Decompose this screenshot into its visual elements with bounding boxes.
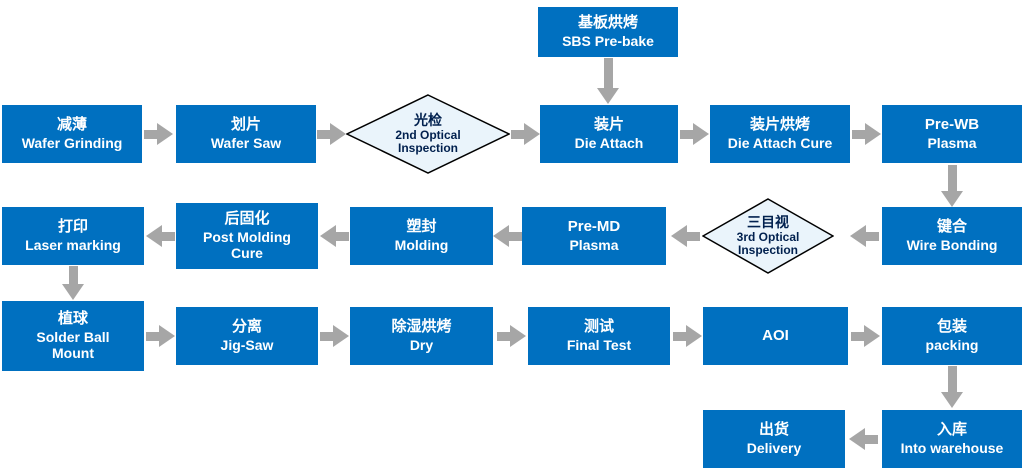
- node-jig-saw: 分离 Jig-Saw: [176, 307, 318, 365]
- node-pre-md-plasma: Pre-MD Plasma: [522, 207, 666, 265]
- node-label-line1: Pre-MD: [567, 218, 621, 236]
- node-label-en: Dry: [409, 336, 434, 353]
- node-label-line1: Pre-WB: [924, 116, 980, 134]
- node-label-line2: Plasma: [569, 236, 619, 253]
- node-wafer-grinding: 减薄 Wafer Grinding: [2, 105, 142, 163]
- node-label-en: Molding: [394, 236, 449, 253]
- node-label-en: Post Molding Cure: [203, 228, 291, 262]
- node-label-zh: 基板烘烤: [577, 14, 638, 32]
- arrow-left-icon: [320, 225, 349, 247]
- node-delivery: 出货 Delivery: [703, 410, 845, 468]
- node-laser-marking: 打印 Laser marking: [2, 207, 144, 265]
- node-label-zh: 键合: [936, 218, 967, 236]
- decision-label: 光检 2nd Optical Inspection: [346, 94, 510, 174]
- arrow-right-icon: [320, 325, 349, 347]
- node-label-zh: 打印: [57, 218, 88, 236]
- arrow-left-icon: [671, 225, 700, 247]
- node-label-en: Final Test: [566, 336, 632, 353]
- arrow-left-icon: [850, 225, 879, 247]
- node-label-line1: AOI: [762, 326, 789, 344]
- arrow-left-icon: [849, 428, 878, 450]
- node-label-zh: 包装: [936, 318, 967, 336]
- decision-label-en: 3rd Optical Inspection: [736, 229, 800, 258]
- arrow-left-icon: [146, 225, 175, 247]
- arrow-right-icon: [680, 123, 709, 145]
- node-label-zh: 塑封: [406, 218, 437, 236]
- node-aoi: AOI: [703, 307, 848, 365]
- arrow-right-icon: [851, 325, 880, 347]
- node-post-molding-cure: 后固化 Post Molding Cure: [176, 203, 318, 269]
- node-label-zh: 后固化: [224, 209, 270, 227]
- arrow-down-icon: [941, 366, 963, 408]
- node-label-en: Into warehouse: [900, 439, 1004, 456]
- arrow-right-icon: [852, 123, 881, 145]
- node-label-zh: 划片: [230, 116, 261, 134]
- node-label-en: Die Attach Cure: [727, 134, 833, 151]
- node-wafer-saw: 划片 Wafer Saw: [176, 105, 316, 163]
- arrow-right-icon: [511, 123, 540, 145]
- arrow-right-icon: [146, 325, 175, 347]
- node-sbs-prebake: 基板烘烤 SBS Pre-bake: [538, 7, 678, 57]
- node-final-test: 测试 Final Test: [528, 307, 670, 365]
- arrow-down-icon: [597, 58, 619, 104]
- node-die-attach: 装片 Die Attach: [540, 105, 678, 163]
- arrow-down-icon: [62, 266, 84, 300]
- node-label-en: Die Attach: [574, 134, 644, 151]
- node-label-zh: 装片: [593, 116, 624, 134]
- node-label-en: Jig-Saw: [220, 336, 274, 353]
- node-label-en: Wire Bonding: [906, 236, 998, 253]
- diamond-shape-icon: [346, 94, 510, 174]
- decision-label-en: 2nd Optical Inspection: [395, 127, 461, 156]
- node-label-en: Wafer Grinding: [21, 134, 123, 151]
- node-label-en: Wafer Saw: [210, 134, 282, 151]
- decision-label: 三目视 3rd Optical Inspection: [702, 198, 834, 274]
- node-label-en: Delivery: [746, 439, 802, 456]
- node-label-en: Solder Ball Mount: [36, 328, 110, 362]
- decision-label-zh: 光检: [414, 111, 442, 128]
- decision-2nd-optical-inspection: 光检 2nd Optical Inspection: [346, 94, 510, 174]
- arrow-right-icon: [497, 325, 526, 347]
- decision-3rd-optical-inspection: 三目视 3rd Optical Inspection: [702, 198, 834, 274]
- node-label-zh: 入库: [936, 421, 967, 439]
- node-packing: 包装 packing: [882, 307, 1022, 365]
- node-label-zh: 植球: [57, 309, 88, 327]
- diamond-shape-icon: [702, 198, 834, 274]
- node-into-warehouse: 入库 Into warehouse: [882, 410, 1022, 468]
- arrow-left-icon: [493, 225, 522, 247]
- node-molding: 塑封 Molding: [350, 207, 493, 265]
- node-solder-ball-mount: 植球 Solder Ball Mount: [2, 301, 144, 371]
- node-label-zh: 装片烘烤: [749, 116, 810, 134]
- node-label-en: SBS Pre-bake: [562, 32, 654, 49]
- node-label-zh: 测试: [583, 318, 614, 336]
- node-dry: 除湿烘烤 Dry: [350, 307, 493, 365]
- node-label-line2: Plasma: [927, 134, 977, 151]
- arrow-right-icon: [673, 325, 702, 347]
- node-label-zh: 除湿烘烤: [391, 318, 452, 336]
- node-label-en: packing: [925, 336, 979, 353]
- arrow-down-icon: [941, 165, 963, 207]
- node-label-zh: 分离: [231, 318, 262, 336]
- node-label-zh: 出货: [758, 421, 789, 439]
- arrow-right-icon: [317, 123, 346, 145]
- node-pre-wb-plasma: Pre-WB Plasma: [882, 105, 1022, 163]
- decision-label-zh: 三目视: [747, 213, 789, 230]
- node-die-attach-cure: 装片烘烤 Die Attach Cure: [710, 105, 850, 163]
- arrow-right-icon: [144, 123, 173, 145]
- node-label-en: Laser marking: [25, 236, 121, 253]
- node-label-zh: 减薄: [56, 116, 87, 134]
- node-wire-bonding: 键合 Wire Bonding: [882, 207, 1022, 265]
